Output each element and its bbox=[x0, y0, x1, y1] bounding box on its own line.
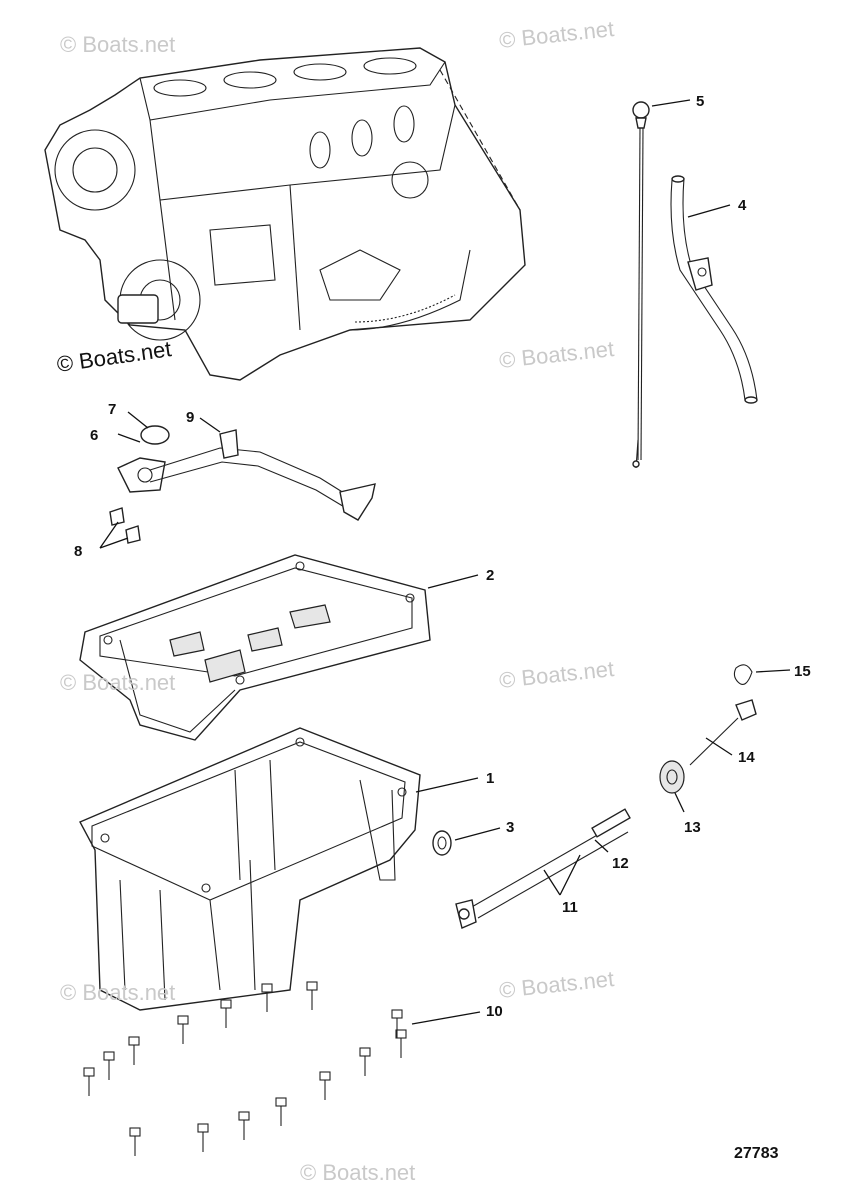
callout-10: 10 bbox=[486, 1003, 503, 1020]
oil-pan-bolts bbox=[83, 981, 407, 1156]
oil-pan-lower bbox=[79, 727, 421, 1011]
callout-12: 12 bbox=[612, 855, 629, 872]
watermark: © Boats.net bbox=[498, 16, 615, 53]
callout-2: 2 bbox=[486, 567, 494, 584]
callout-8: 8 bbox=[74, 543, 82, 560]
callout-3: 3 bbox=[506, 819, 514, 836]
callout-6: 6 bbox=[90, 427, 98, 444]
watermark: © Boats.net bbox=[498, 336, 615, 373]
dipstick-tube bbox=[670, 175, 758, 404]
callout-15: 15 bbox=[794, 663, 811, 680]
callout-5: 5 bbox=[696, 93, 704, 110]
drain-plug-washer bbox=[432, 830, 452, 856]
figure-number: 27783 bbox=[734, 1145, 779, 1162]
oil-level-sensor bbox=[455, 664, 757, 929]
callout-13: 13 bbox=[684, 819, 701, 836]
callout-4: 4 bbox=[738, 197, 747, 214]
watermark: © Boats.net bbox=[498, 966, 615, 1003]
engine-block bbox=[44, 47, 526, 381]
callout-7: 7 bbox=[108, 401, 116, 418]
callout-9: 9 bbox=[186, 409, 194, 426]
watermark: © Boats.net bbox=[55, 336, 173, 377]
oil-pickup-tube bbox=[109, 425, 376, 544]
dipstick bbox=[632, 101, 650, 469]
watermark: © Boats.net bbox=[60, 670, 175, 695]
callout-labels: 1 2 3 4 5 6 7 8 9 10 11 12 13 14 15 bbox=[74, 93, 811, 1020]
leader-lines bbox=[99, 99, 791, 1025]
watermark: © Boats.net bbox=[300, 1160, 415, 1185]
callout-11: 11 bbox=[562, 899, 578, 916]
watermark: © Boats.net bbox=[60, 32, 175, 57]
callout-1: 1 bbox=[486, 770, 494, 787]
callout-14: 14 bbox=[738, 749, 755, 766]
watermark: © Boats.net bbox=[60, 980, 175, 1005]
watermark: © Boats.net bbox=[498, 656, 615, 693]
oil-pan-upper bbox=[79, 554, 431, 741]
